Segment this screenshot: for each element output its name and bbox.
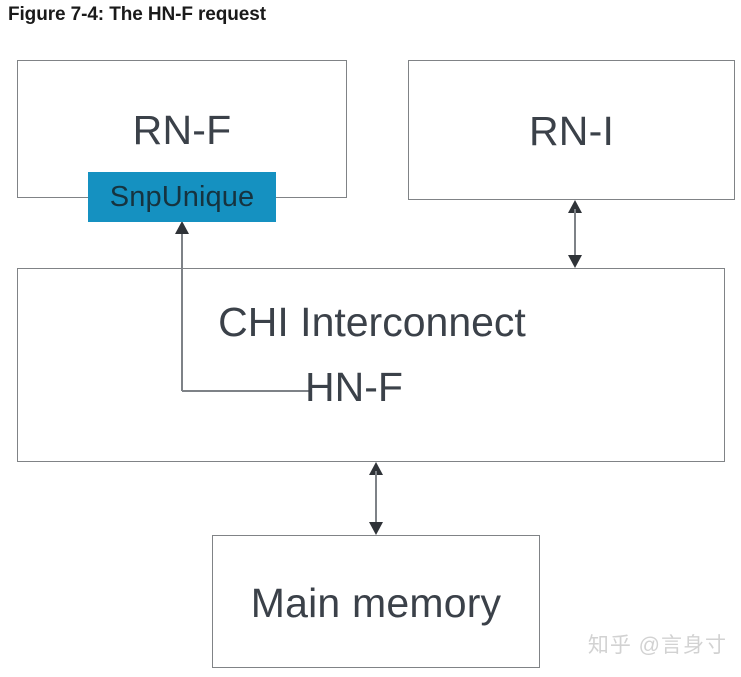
snp-unique-badge-label: SnpUnique [109, 180, 255, 213]
figure-title: Figure 7-4: The HN-F request [8, 4, 266, 25]
connector-shaft [375, 471, 377, 526]
hn-f-leader-arrowhead-up [175, 221, 189, 234]
hn-f-leader-line-horizontal [182, 390, 310, 392]
node-chi-interconnect: CHI Interconnect [17, 268, 725, 462]
arrowhead-up-icon [568, 200, 582, 213]
hn-f-leader-line-vertical [181, 232, 183, 391]
node-rn-i: RN-I [408, 60, 735, 200]
connector-shaft [574, 209, 576, 259]
arrowhead-down-icon [568, 255, 582, 268]
connector-chi-interconnect-to-main-memory [362, 462, 390, 535]
node-rn-i-label: RN-I [528, 108, 615, 154]
watermark: 知乎 @言身寸 [587, 634, 727, 657]
node-chi-interconnect-label: CHI Interconnect [218, 299, 526, 345]
node-rn-f-label: RN-F [132, 107, 232, 153]
arrowhead-up-icon [369, 462, 383, 475]
node-main-memory: Main memory [212, 535, 540, 668]
connector-rn-i-to-chi-interconnect [561, 200, 589, 268]
snp-unique-badge: SnpUnique [88, 172, 276, 222]
arrowhead-down-icon [369, 522, 383, 535]
node-main-memory-label: Main memory [250, 580, 502, 626]
hn-f-label: HN-F [305, 364, 403, 410]
